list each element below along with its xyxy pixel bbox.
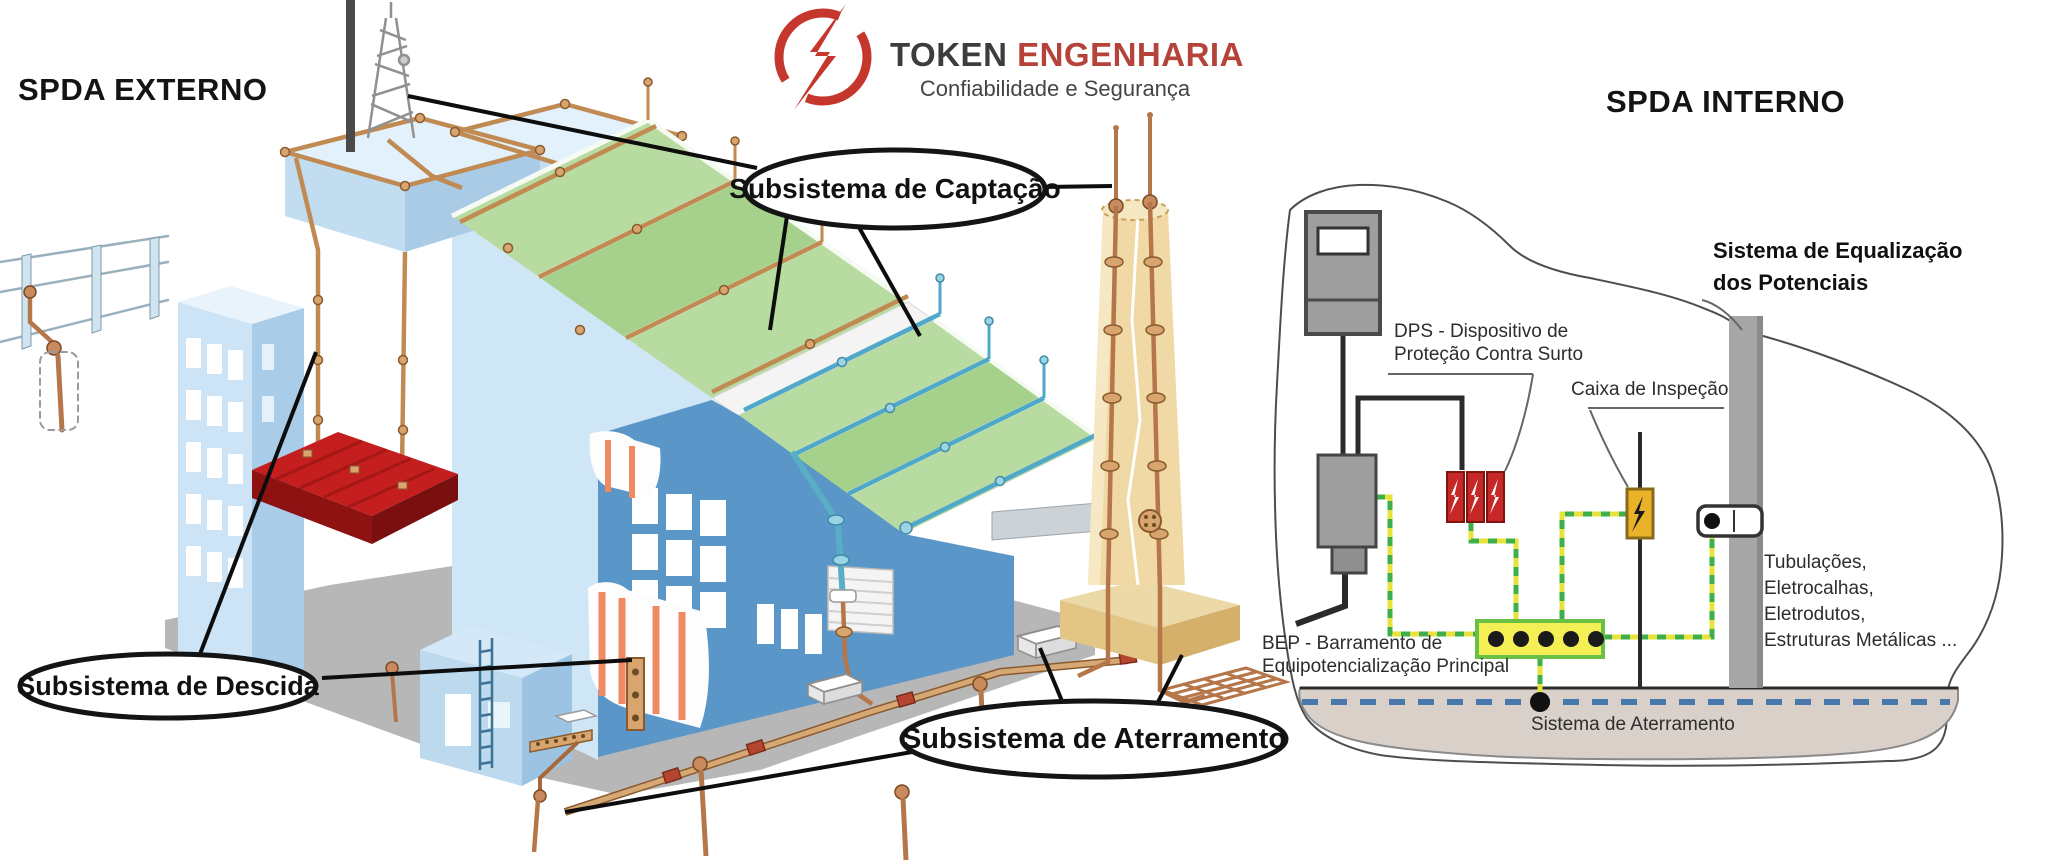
distribution-panel [1316, 453, 1378, 575]
roof-copper-clamps [502, 77, 827, 350]
pipe-bonding-clamp [1696, 504, 1764, 538]
service-pipe [991, 502, 1099, 541]
company-logo-icon [774, 4, 872, 110]
descida-label: Subsistema de Descida [17, 670, 319, 701]
dps-label: DPS - Dispositivo de Proteção Contra Sur… [1394, 321, 1584, 365]
callout-leader-lines [198, 94, 1184, 814]
test-joint-bar [626, 657, 645, 731]
ground-mesh-grid [1157, 666, 1292, 707]
antenna-tower [346, 0, 416, 152]
lattice-tower-icon [366, 2, 416, 139]
service-entrance-box [1304, 210, 1382, 336]
dps-modules [1446, 471, 1505, 523]
captacao-label: Subsistema de Captação [729, 173, 1061, 204]
lightning-bolt-icon [1490, 479, 1499, 514]
phase-wiring [1294, 334, 1642, 688]
front-windows [632, 488, 822, 654]
company-logo-text: TOKEN ENGENHARIA Confiabilidade e Segura… [890, 36, 1243, 102]
chimney [1060, 112, 1292, 707]
brand-name-primary: TOKEN [890, 36, 1008, 73]
lightning-bolt-icon [1632, 496, 1645, 532]
front-wall [588, 400, 1014, 757]
external-building-illustration [0, 0, 1292, 861]
downpipe-conductor [789, 450, 874, 706]
antenna-pole [346, 0, 355, 152]
aterramento-callout-oval [899, 698, 1289, 780]
bep-busbar [1475, 619, 1605, 659]
lightning-bolt-icon [1470, 479, 1479, 514]
equalizacao-label: Sistema de Equalização dos Potenciais [1713, 238, 1963, 295]
label-pointers [1388, 299, 1743, 488]
ground-bus-and-rods [385, 661, 599, 853]
inspection-box-device [1625, 487, 1655, 540]
soil-band [1298, 687, 1959, 761]
bep-label: BEP - Barramento de Equipotencialização … [1262, 633, 1510, 677]
aterramento-label: Subsistema de Aterramento [901, 722, 1287, 755]
brand-name: TOKEN ENGENHARIA [890, 36, 1243, 74]
fence-and-ground-rod [0, 234, 170, 433]
lightning-bolt-icon [1450, 479, 1459, 514]
brand-tagline: Confiabilidade e Segurança [919, 76, 1191, 101]
annex-building [420, 626, 572, 786]
roof-blue-clamps [836, 273, 1049, 535]
upper-roof [450, 77, 910, 398]
sistema-aterramento-label: Sistema de Aterramento [1531, 714, 1735, 735]
tubulacoes-label: Tubulações, Eletrocalhas, Eletrodutos, E… [1764, 552, 1958, 651]
wall-cutaway-upper [589, 431, 661, 498]
caixa-inspecao-label: Caixa de Inspeção [1571, 379, 1729, 400]
internal-section-title: SPDA INTERNO [1606, 84, 1846, 119]
wall-cutaway-lower [588, 582, 709, 728]
gable-wall [452, 216, 712, 760]
red-canopy [252, 432, 458, 544]
earth-connection-dot [1530, 692, 1550, 712]
structural-column [1729, 316, 1763, 688]
brand-name-secondary: ENGENHARIA [1017, 36, 1244, 73]
captacao-callout-oval [742, 147, 1048, 231]
descida-callout-oval [17, 651, 319, 721]
tower-windows [186, 338, 274, 588]
external-section-title: SPDA EXTERNO [18, 72, 268, 107]
inspection-box [805, 672, 865, 706]
internal-schematic [1273, 183, 2004, 767]
room-outline-blob [1273, 183, 2004, 767]
